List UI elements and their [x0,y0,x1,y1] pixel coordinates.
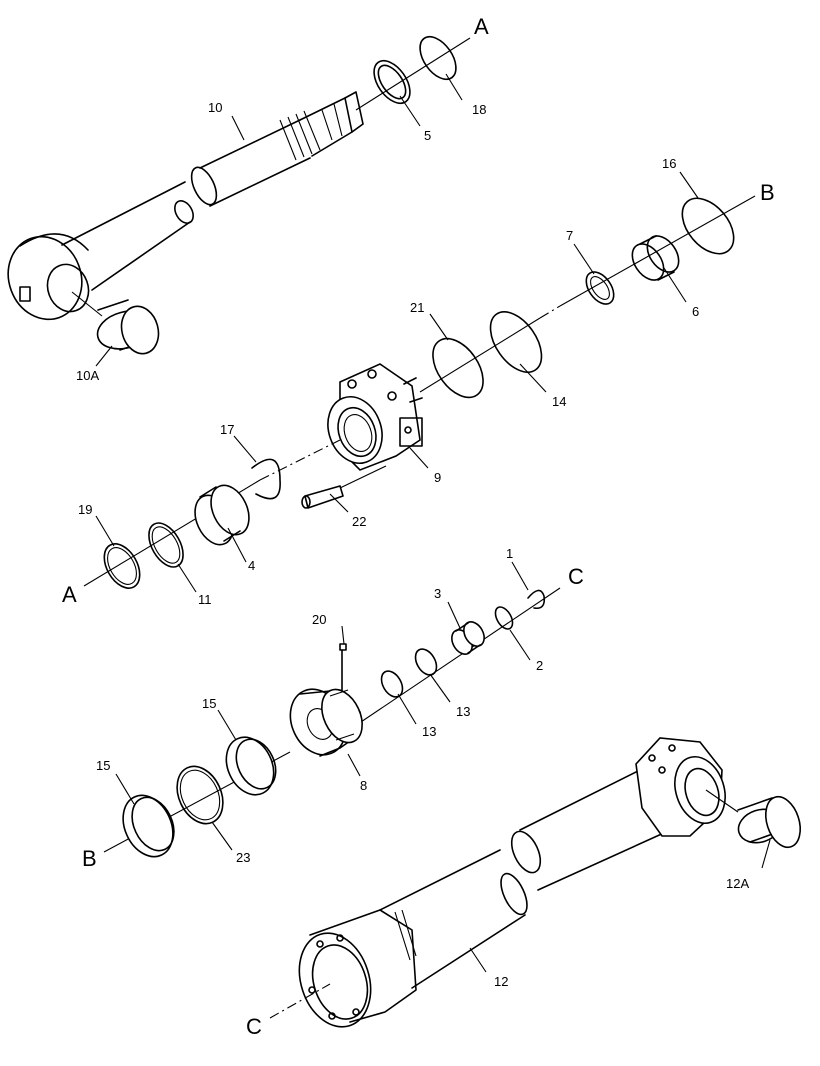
callout-20: 20 [312,612,326,627]
axis-line-b-top-2 [559,195,756,307]
callout-12: 12 [494,974,508,989]
axis-line-b-top [419,317,541,393]
fitting-part-20 [339,643,347,651]
callout-6: 6 [692,304,699,319]
ring-part-15-lower [122,794,175,858]
axis-line-c-bottom [269,983,331,1019]
ring-part-1 [527,589,546,610]
callout-10a: 10A [76,368,99,383]
bolt-part-22 [301,465,387,509]
ring-part-14 [489,311,543,373]
ring-part-19 [103,543,141,589]
callout-13-lower: 13 [422,724,436,739]
rod-assembly-10 [7,91,364,355]
ring-part-23-inner [179,769,221,821]
ring-part-13-upper [414,648,438,676]
ring-part-16 [681,197,735,255]
ring-part-15-upper [225,736,277,796]
head-part-9 [327,363,423,471]
ring-part-21 [432,337,484,399]
bushing-part-4 [194,484,250,546]
ring-part-7 [585,271,615,305]
callout-16: 16 [662,156,676,171]
bushing-part-6 [631,235,680,281]
callout-2: 2 [536,658,543,673]
ring-part-11 [148,522,184,568]
ring-part-19-inner [107,547,137,585]
callout-3: 3 [434,586,441,601]
axis-line-a-bottom-dashed [259,439,341,481]
callout-19: 19 [78,502,92,517]
connector-letters: A A B B C C [62,14,775,1039]
connector-c-top: C [568,564,584,589]
bushing-part-3 [451,621,485,655]
callout-11: 11 [198,592,212,607]
tube-part-12 [298,737,726,1028]
callout-21: 21 [410,300,424,315]
callout-15-upper: 15 [202,696,216,711]
callout-23: 23 [236,850,250,865]
connector-c-bottom: C [246,1014,262,1039]
piston-part-8 [289,649,363,757]
connector-a-top: A [474,14,489,39]
callout-labels: 10 5 18 10A 16 7 6 21 14 17 9 22 19 4 11… [76,100,749,989]
axis-line-c-top [351,587,561,729]
callout-13-upper: 13 [456,704,470,719]
callout-9: 9 [434,470,441,485]
ring-part-11-inner [151,526,181,564]
callout-7: 7 [566,228,573,243]
callout-5: 5 [424,128,431,143]
connector-a-bottom: A [62,582,77,607]
callout-4: 4 [248,558,255,573]
connector-b-bottom: B [82,846,97,871]
leader-lines [95,73,771,973]
ring-part-17 [251,458,281,500]
callout-1: 1 [506,546,513,561]
callout-15-lower: 15 [96,758,110,773]
callout-22: 22 [352,514,366,529]
callout-17: 17 [220,422,234,437]
axis-line-a-top [355,37,471,111]
callout-8: 8 [360,778,367,793]
ring-part-2 [494,606,514,630]
ring-part-7-inner [590,276,610,300]
ring-part-5 [373,59,411,105]
axis-line-b-top-dashed [539,305,561,319]
ring-part-23 [176,765,224,825]
callout-10: 10 [208,100,222,115]
pin-part-12a [705,789,802,849]
connector-b-top: B [760,180,775,205]
ring-part-13-lower [380,670,404,698]
callout-14: 14 [552,394,566,409]
callout-18: 18 [472,102,486,117]
seal-part-18 [419,35,457,81]
callout-12a: 12A [726,876,749,891]
